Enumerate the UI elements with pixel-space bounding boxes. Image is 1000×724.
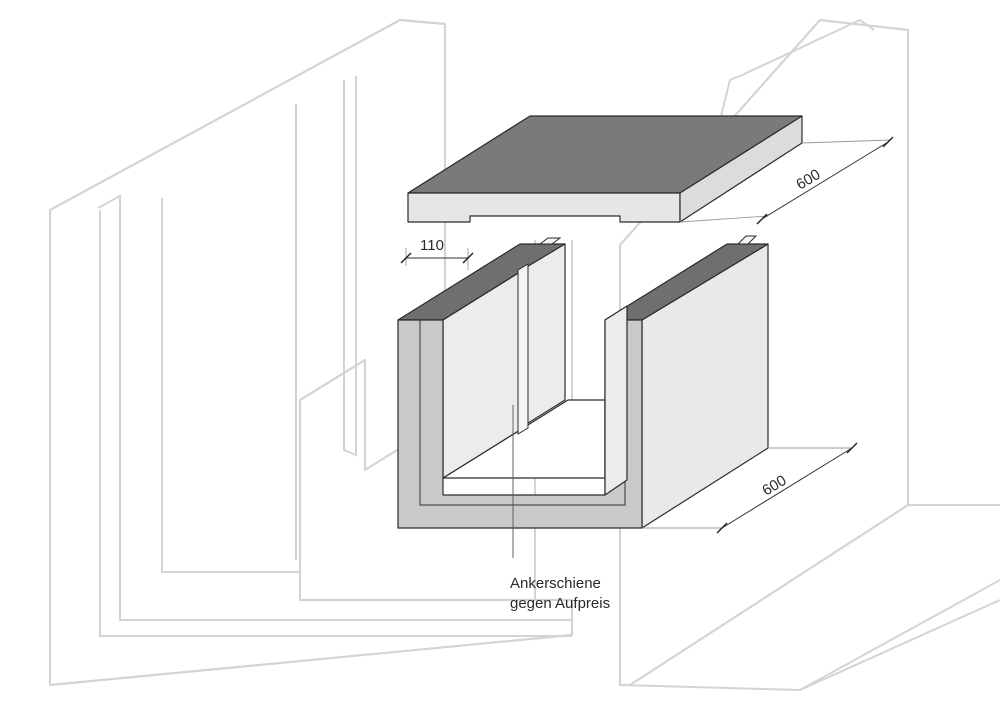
ghost-ground-diagonal [799, 599, 1000, 691]
channel-left-wall-inner-face-far [524, 243, 566, 426]
channel-depth-dimension-line [721, 447, 853, 529]
ghost-rail-edge [343, 76, 357, 457]
dimension-channel-depth: 600 [642, 442, 858, 534]
ghost-left-inner-edge [97, 194, 572, 621]
ghost-left-panel-edge [161, 198, 300, 573]
anchor-rail-annotation: Ankerschiene gegen Aufpreis [510, 405, 610, 612]
anchor-rail [517, 263, 529, 435]
channel-depth-tick-1 [716, 522, 728, 534]
ghost-wall-top-edge [99, 210, 572, 637]
wall-width-tick-2 [462, 252, 474, 264]
anchor-rail-label-line1: Ankerschiene [510, 575, 601, 592]
ghost-inner-floor-edge [299, 359, 366, 401]
wall-width-label: 110 [420, 237, 444, 254]
channel-depth-tick-2 [846, 442, 858, 454]
lid-depth-tick-2 [882, 136, 894, 148]
left-wall-top-groove [538, 237, 562, 245]
cover-plate [407, 115, 803, 223]
lid-depth-extension-2 [801, 139, 891, 144]
cover-plate-front-face [407, 192, 681, 223]
channel-right-wall-inner-face [604, 305, 628, 496]
u-channel [397, 235, 769, 529]
lid-depth-tick-1 [756, 213, 768, 225]
dimension-wall-width: 110 [400, 237, 474, 270]
anchor-rail-label-line2: gegen Aufpreis [510, 595, 610, 612]
wall-width-tick-1 [400, 252, 412, 264]
lid-depth-dimension-line [761, 141, 889, 220]
lid-depth-extension-1 [679, 215, 769, 223]
right-wall-top-groove [736, 235, 758, 245]
